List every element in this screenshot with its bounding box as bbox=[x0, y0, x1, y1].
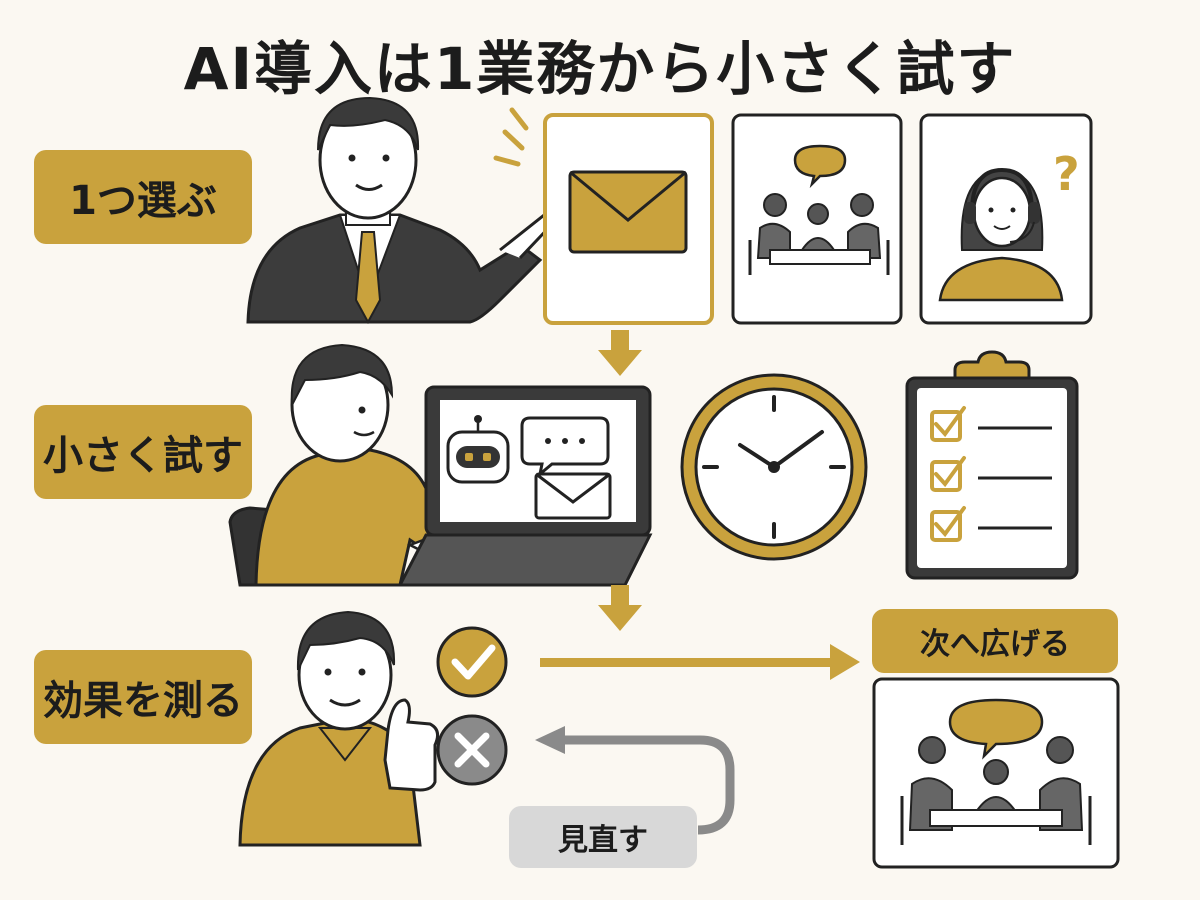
support-agent-icon bbox=[938, 167, 1064, 302]
down-arrow-icon-2 bbox=[598, 585, 642, 631]
checklist-icon bbox=[905, 350, 1079, 580]
expand-label: 次へ広げる bbox=[872, 609, 1118, 673]
cross-circle-icon bbox=[436, 714, 508, 786]
step-label-try: 小さく試す bbox=[34, 405, 252, 499]
chat-bubble-icon bbox=[520, 416, 610, 478]
meeting-icon-2 bbox=[900, 698, 1092, 845]
question-mark-icon: ? bbox=[1053, 147, 1080, 201]
down-arrow-icon bbox=[598, 330, 642, 376]
laptop-illustration bbox=[397, 385, 653, 587]
highlight-rays bbox=[493, 107, 529, 167]
meeting-icon bbox=[748, 144, 890, 275]
robot-icon bbox=[446, 415, 510, 484]
review-label: 見直す bbox=[509, 806, 697, 868]
check-circle-icon bbox=[436, 626, 508, 698]
step-label-measure: 効果を測る bbox=[34, 650, 252, 744]
thumbs-up-man-illustration bbox=[238, 610, 440, 847]
envelope-icon bbox=[568, 170, 688, 254]
mail-icon bbox=[534, 472, 612, 520]
retry-arrow-icon bbox=[535, 726, 735, 835]
step-label-select: 1つ選ぶ bbox=[34, 150, 252, 244]
clock-icon bbox=[680, 373, 868, 561]
working-man-illustration bbox=[254, 343, 513, 587]
pointing-man-illustration bbox=[246, 96, 559, 325]
page-title: AI導入は1業務から小さく試す bbox=[183, 35, 1017, 103]
expand-arrow-icon bbox=[540, 644, 860, 680]
